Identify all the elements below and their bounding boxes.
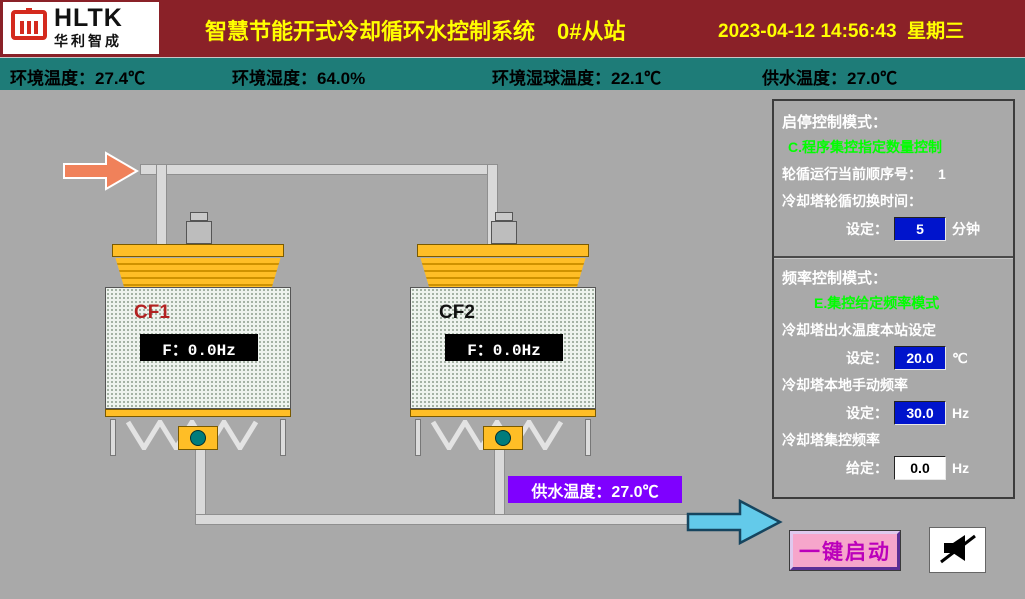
- cooling-tower-cf2: CF2 F：0.0Hz: [403, 212, 603, 462]
- pipe-top-horizontal: [140, 164, 498, 175]
- logo-brand: HLTK: [54, 4, 123, 32]
- start-stop-mode-title: 启停控制模式：: [782, 114, 888, 131]
- outlet-temp-unit: ℃: [952, 349, 968, 366]
- central-frequency-readout: 0.0: [894, 456, 946, 480]
- sequence-value: 1: [938, 166, 946, 182]
- supply-temperature-badge: 供水温度：27.0℃: [508, 476, 682, 503]
- inflow-arrow-icon: [62, 150, 140, 197]
- spray-icon: [429, 417, 577, 455]
- outlet-temp-input[interactable]: 20.0: [894, 346, 946, 370]
- tower-leg: [280, 419, 286, 456]
- header-bar: HLTK 华利智成 智慧节能开式冷却循环水控制系统 0#从站 2023-04-1…: [0, 0, 1025, 57]
- speaker-muted-icon: [938, 531, 978, 570]
- tower-label: CF1: [134, 302, 170, 323]
- logo: HLTK 华利智成: [3, 2, 159, 54]
- pump-status-icon: [190, 430, 206, 446]
- datetime-display: 2023-04-12 14:56:43 星期三: [718, 21, 965, 42]
- frequency-display: F：0.0Hz: [445, 334, 563, 361]
- outlet-temp-label: 冷却塔出水温度本站设定: [782, 322, 936, 338]
- set-label: 设定：: [846, 350, 888, 366]
- pump-status-icon: [495, 430, 511, 446]
- status-ambient-humidity: 环境湿度：64.0%: [232, 69, 366, 88]
- louvers: [115, 258, 281, 287]
- given-label: 给定：: [846, 460, 888, 476]
- local-frequency-label: 冷却塔本地手动频率: [782, 377, 908, 393]
- set-label: 设定：: [846, 405, 888, 421]
- tower-leg: [415, 419, 421, 456]
- central-frequency-unit: Hz: [952, 460, 970, 476]
- status-wet-bulb-temperature: 环境湿球温度：22.1℃: [492, 69, 662, 88]
- fan-motor: [186, 221, 212, 244]
- logo-company: 华利智成: [54, 33, 122, 49]
- status-bar: 环境温度：27.4℃ 环境湿度：64.0% 环境湿球温度：22.1℃ 供水温度：…: [0, 57, 1025, 90]
- fan-deck: [112, 244, 284, 257]
- outlet-temp-set-row: 设定： 20.0 ℃: [846, 346, 968, 370]
- local-frequency-unit: Hz: [952, 405, 970, 421]
- switch-time-input[interactable]: 5: [894, 217, 946, 241]
- tower-leg: [110, 419, 116, 456]
- status-supply-temperature: 供水温度：27.0℃: [762, 69, 898, 88]
- local-frequency-set-row: 设定： 30.0 Hz: [846, 401, 969, 425]
- pump-indicator: [483, 426, 523, 450]
- sequence-row: 轮循运行当前顺序号： 1: [782, 164, 946, 184]
- local-frequency-input[interactable]: 30.0: [894, 401, 946, 425]
- mute-button[interactable]: [929, 527, 986, 573]
- switch-time-label: 冷却塔轮循切换时间：: [782, 193, 922, 209]
- frequency-mode-value: E.集控给定频率模式: [814, 295, 940, 311]
- start-stop-mode-value: C.程序集控指定数量控制: [788, 139, 942, 155]
- outflow-arrow-icon: [686, 497, 784, 552]
- tower-label: CF2: [439, 302, 475, 323]
- set-label: 设定：: [846, 221, 888, 237]
- switch-time-unit: 分钟: [952, 221, 980, 237]
- frequency-display: F：0.0Hz: [140, 334, 258, 361]
- louvers: [420, 258, 586, 287]
- panel-divider: [774, 256, 1013, 259]
- basin-rim: [410, 409, 596, 417]
- fan-motor: [491, 221, 517, 244]
- pump-indicator: [178, 426, 218, 450]
- switch-time-set-row: 设定： 5 分钟: [846, 217, 980, 241]
- frequency-mode-title: 频率控制模式：: [782, 270, 888, 287]
- fan-motor-cap: [190, 212, 208, 221]
- fan-deck: [417, 244, 589, 257]
- logo-icon: [9, 6, 49, 51]
- page-title: 智慧节能开式冷却循环水控制系统 0#从站: [205, 19, 626, 44]
- one-key-start-button[interactable]: 一键启动: [790, 531, 900, 570]
- tower-leg: [585, 419, 591, 456]
- central-frequency-label: 冷却塔集控频率: [782, 432, 880, 448]
- spray-icon: [124, 417, 272, 455]
- pipe-bottom-horizontal: [195, 514, 695, 525]
- fan-motor-cap: [495, 212, 513, 221]
- cooling-tower-cf1: CF1 F：0.0Hz: [98, 212, 298, 462]
- status-ambient-temperature: 环境温度：27.4℃: [10, 69, 146, 88]
- sequence-label: 轮循运行当前顺序号：: [782, 166, 922, 182]
- central-frequency-set-row: 给定： 0.0 Hz: [846, 456, 969, 480]
- control-panel: 启停控制模式： C.程序集控指定数量控制 轮循运行当前顺序号： 1 冷却塔轮循切…: [772, 99, 1015, 499]
- basin-rim: [105, 409, 291, 417]
